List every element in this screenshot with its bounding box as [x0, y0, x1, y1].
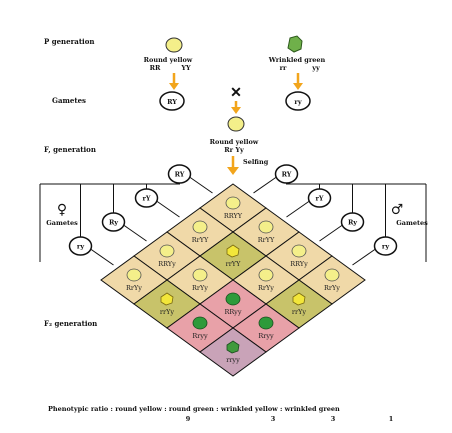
round-yellow-pea-icon	[126, 268, 142, 282]
ratio-numbers: 9 3 3 1	[186, 415, 394, 423]
round-yellow-pea-icon	[258, 268, 274, 282]
arrow-selfing	[227, 156, 239, 175]
parent-round-yellow: Round yellow RR YY	[144, 37, 193, 72]
gametes-right: RY rY Ry ry	[253, 164, 427, 266]
f1-pea-icon	[227, 116, 245, 132]
round-yellow-pea-icon	[258, 220, 274, 234]
parent-right-name: Wrinkled green	[268, 56, 326, 64]
gamete-left-label: Ry	[109, 219, 118, 227]
punnett-cell-genotype: Rryy	[192, 332, 208, 340]
punnett-cell-genotype: rrYy	[292, 308, 307, 316]
parent-right-genotype-a: rr	[280, 64, 287, 72]
punnett-cell-genotype: Rryy	[258, 332, 274, 340]
round-yellow-pea-icon	[324, 268, 340, 282]
punnett-cell-genotype: rrYY	[226, 260, 242, 268]
punnett-cell-genotype: RrYY	[192, 236, 209, 244]
f1-genotype: Rr Yy	[224, 146, 244, 154]
round-yellow-pea-icon	[225, 196, 241, 210]
parent-left-genotype-b: YY	[180, 64, 191, 72]
gamete-right-2: rY	[307, 188, 332, 208]
parent-left-name: Round yellow	[144, 56, 193, 64]
gamete-left-3: Ry	[101, 212, 126, 232]
wrinkled-green-pea-icon	[226, 340, 240, 354]
f2-generation-label: F₂ generation	[44, 319, 97, 328]
round-yellow-pea-icon	[291, 244, 307, 258]
punnett-cell-genotype: RRyy	[224, 308, 241, 316]
gamete-right-1: RY	[274, 164, 299, 184]
wrinkled-green-pea-icon	[287, 35, 303, 53]
cross-symbol: ✕	[230, 85, 242, 101]
gamete-right-3: Ry	[340, 212, 365, 232]
punnett-cell-genotype: RrYy	[192, 284, 208, 292]
punnett-cell-genotype: RRYY	[224, 212, 243, 220]
wrinkled-yellow-pea-icon	[292, 292, 306, 306]
gametes-male-label: Gametes	[396, 219, 428, 227]
gametes-female-label: Gametes	[46, 219, 78, 227]
gamete-right-4: ry	[373, 236, 398, 256]
male-symbol: ♂	[391, 202, 404, 218]
round-yellow-pea-icon	[192, 220, 208, 234]
ratio-number: 1	[389, 415, 394, 423]
gamete-left-2: rY	[134, 188, 159, 208]
round-green-pea-icon	[258, 316, 274, 330]
punnett-cell-genotype: RRYy	[290, 260, 308, 268]
phenotypic-ratio-line: Phenotypic ratio : round yellow : round …	[48, 405, 340, 413]
arrow-parent-right	[293, 73, 303, 90]
gamete-left-label: rY	[142, 195, 150, 203]
punnett-cell: rryy	[199, 327, 267, 377]
gametes-left: RY rY Ry ry	[39, 164, 213, 266]
punnett-cell-genotype: RrYy	[258, 284, 274, 292]
round-yellow-pea-icon	[165, 37, 183, 53]
gamete-right-label: ry	[382, 243, 389, 251]
parent-wrinkled-green: Wrinkled green rr yy	[268, 35, 326, 72]
ratio-number: 3	[331, 415, 336, 423]
gamete-right-label: rY	[315, 195, 323, 203]
parent-gamete-right: ry	[285, 91, 311, 111]
parent-right-genotype-b: yy	[311, 64, 320, 72]
parent-gamete-left-label: RY	[167, 98, 177, 106]
wrinkled-yellow-pea-icon	[160, 292, 174, 306]
round-green-pea-icon	[225, 292, 241, 306]
round-green-pea-icon	[192, 316, 208, 330]
gamete-left-label: ry	[77, 243, 84, 251]
punnett-cell-genotype: rryy	[226, 356, 240, 364]
p-generation-label: P generation	[44, 37, 94, 46]
f1-name: Round yellow	[210, 138, 259, 146]
gamete-right-label: Ry	[348, 219, 357, 227]
punnett-cell-genotype: RrYy	[324, 284, 340, 292]
round-yellow-pea-icon	[192, 268, 208, 282]
punnett-cell-genotype: RrYy	[126, 284, 142, 292]
f1-round-yellow: Round yellow Rr Yy	[210, 116, 259, 154]
parent-gamete-right-label: ry	[294, 98, 301, 106]
arrow-to-f1	[231, 101, 241, 114]
parent-left-genotype-a: RR	[150, 64, 161, 72]
ratio-number: 3	[271, 415, 276, 423]
gamete-right-label: RY	[282, 171, 292, 179]
arrow-parent-left	[169, 73, 179, 90]
ratio-number: 9	[186, 415, 191, 423]
punnett-cell-genotype: RRYy	[158, 260, 176, 268]
round-yellow-pea-icon	[159, 244, 175, 258]
f1-generation-label: F, generation	[44, 145, 96, 154]
selfing-label: Selfing	[243, 158, 269, 166]
wrinkled-yellow-pea-icon	[226, 244, 240, 258]
gamete-left-4: ry	[68, 236, 93, 256]
punnett-cell-genotype: RrYY	[258, 236, 275, 244]
gametes-label: Gametes	[52, 96, 86, 105]
punnett-cell-genotype: rrYy	[160, 308, 175, 316]
parent-gamete-left: RY	[159, 91, 185, 111]
gamete-left-1: RY	[167, 164, 192, 184]
gamete-left-label: RY	[175, 171, 185, 179]
female-symbol: ♀	[57, 202, 67, 218]
